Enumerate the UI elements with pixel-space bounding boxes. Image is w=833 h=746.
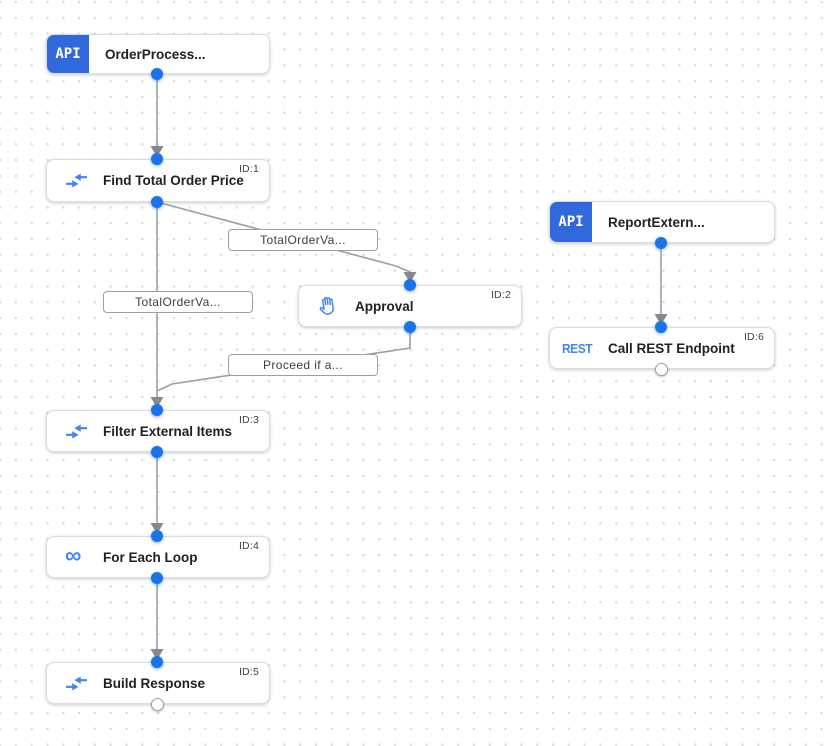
node-task-build-response[interactable]: Build Response ID:5 xyxy=(46,662,270,704)
node-title: ReportExtern... xyxy=(608,214,705,230)
arrowhead-into-build xyxy=(150,649,164,660)
arrowhead-into-find xyxy=(150,146,164,157)
node-task-approval[interactable]: Approval ID:2 xyxy=(298,285,522,327)
data-mapping-icon xyxy=(65,422,91,441)
api-trigger-badge-icon: API xyxy=(550,202,592,242)
node-title: Filter External Items xyxy=(103,423,233,439)
data-mapping-icon xyxy=(65,674,91,693)
approval-hand-icon xyxy=(317,295,343,317)
node-title: Call REST Endpoint xyxy=(608,340,735,356)
rest-icon: REST xyxy=(562,340,593,356)
node-trigger-orderprocess[interactable]: API OrderProcess... xyxy=(46,34,270,74)
port-in-filter[interactable] xyxy=(151,404,163,416)
node-id-tag: ID:6 xyxy=(743,331,764,343)
edge-label-text: Proceed if a... xyxy=(262,358,344,372)
port-out-build-empty[interactable] xyxy=(151,698,164,711)
edge-label-text: TotalOrderVa... xyxy=(260,233,346,247)
edge-label-proceed-if[interactable]: Proceed if a... xyxy=(228,354,378,376)
port-in-approval[interactable] xyxy=(404,279,416,291)
node-title: For Each Loop xyxy=(103,549,198,565)
node-title: Find Total Order Price xyxy=(103,173,244,188)
port-out-orderprocess[interactable] xyxy=(151,68,163,80)
edge-label-text: TotalOrderVa... xyxy=(135,295,221,309)
port-in-find[interactable] xyxy=(151,153,163,165)
port-out-find[interactable] xyxy=(151,196,163,208)
edge-label-totalorder-2[interactable]: TotalOrderVa... xyxy=(103,291,253,313)
port-out-reportextern[interactable] xyxy=(655,237,667,249)
port-out-call-rest-empty[interactable] xyxy=(655,363,668,376)
node-title: OrderProcess... xyxy=(105,46,206,62)
arrowhead-into-approval xyxy=(403,272,417,283)
edge-find-to-approval[interactable] xyxy=(156,201,411,273)
port-in-call-rest[interactable] xyxy=(655,321,667,333)
node-id-tag: ID:3 xyxy=(238,414,259,426)
port-in-build[interactable] xyxy=(151,656,163,668)
port-out-filter[interactable] xyxy=(151,446,163,458)
data-mapping-icon xyxy=(65,171,91,190)
node-task-find-total-order-price[interactable]: Find Total Order Price ID:1 xyxy=(46,159,270,202)
node-id-tag: ID:5 xyxy=(238,666,259,678)
port-out-foreach[interactable] xyxy=(151,572,163,584)
node-id-tag: ID:2 xyxy=(490,289,511,301)
arrowhead-into-rest xyxy=(654,314,668,325)
port-in-foreach[interactable] xyxy=(151,530,163,542)
node-title: Build Response xyxy=(103,675,206,691)
node-id-tag: ID:4 xyxy=(238,540,259,552)
for-each-loop-icon: ∞ xyxy=(65,542,82,568)
api-trigger-badge-icon: API xyxy=(47,35,89,73)
edge-label-totalorder-1[interactable]: TotalOrderVa... xyxy=(228,229,378,251)
node-trigger-reportextern[interactable]: API ReportExtern... xyxy=(549,201,775,243)
node-id-tag: ID:1 xyxy=(238,163,259,175)
port-out-approval[interactable] xyxy=(404,321,416,333)
arrowhead-into-filter xyxy=(150,397,164,408)
arrowhead-into-foreach xyxy=(150,523,164,534)
node-task-call-rest-endpoint[interactable]: REST Call REST Endpoint ID:6 xyxy=(549,327,775,369)
node-title: Approval xyxy=(355,298,414,314)
node-task-for-each-loop[interactable]: ∞ For Each Loop ID:4 xyxy=(46,536,270,578)
